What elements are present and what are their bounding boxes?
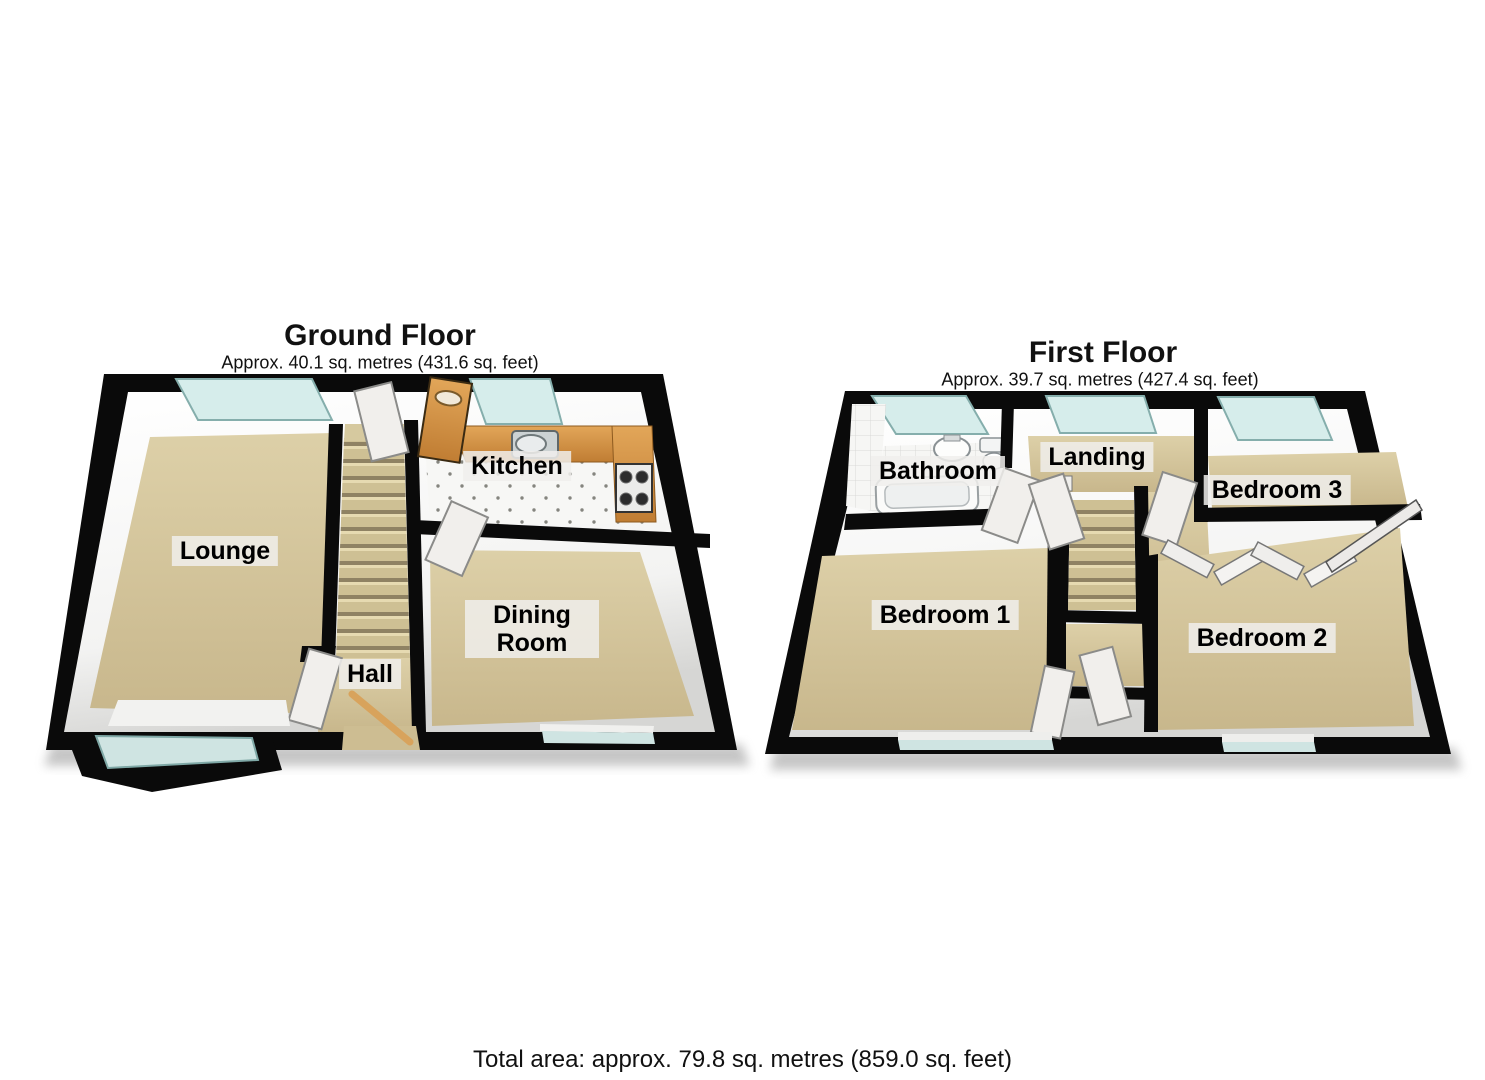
stairs-door-panel xyxy=(353,380,410,463)
bedroom2-door-leaf xyxy=(1324,498,1424,574)
bay-window-sill xyxy=(108,700,290,726)
bedroom1-floor xyxy=(792,548,1054,730)
first-floor-title: First Floor xyxy=(1028,336,1178,369)
lounge-window-glass xyxy=(174,378,334,421)
wall-kitchen-dining xyxy=(414,520,710,548)
ground-floor-title: Ground Floor xyxy=(284,319,476,352)
back-door xyxy=(416,376,474,464)
bay-window-glass xyxy=(94,734,260,770)
lounge-floor xyxy=(90,433,333,714)
dining-window-glass xyxy=(542,731,655,744)
bathroom-door-panel xyxy=(980,466,1042,545)
bedroom1-door-panel xyxy=(1027,472,1086,551)
kitchen-window-glass xyxy=(468,378,564,425)
ground-floor-plan xyxy=(44,374,750,792)
landing-window-glass xyxy=(1044,395,1158,434)
room-label-landing: Landing xyxy=(1040,442,1154,472)
total-area-text: Total area: approx. 79.8 sq. metres (859… xyxy=(473,1046,1012,1073)
lounge-hall-door-panel xyxy=(287,647,344,731)
bedroom3-window-glass xyxy=(1216,396,1334,441)
ground-staircase xyxy=(336,438,410,658)
closet-right-wall xyxy=(1142,622,1156,692)
landing-right-door-panel xyxy=(1141,470,1199,548)
bedroom1-window-sill xyxy=(898,732,1052,740)
stairwell-bottom-wall xyxy=(1054,610,1150,624)
wall-lounge-stairs xyxy=(321,424,343,662)
bedroom1-window-glass xyxy=(898,740,1054,750)
room-label-bedroom-1: Bedroom 1 xyxy=(871,600,1019,630)
bedroom2-window-sill xyxy=(1222,734,1314,742)
wall-bathroom-right xyxy=(1000,402,1014,468)
wall-stairs-right xyxy=(404,420,426,732)
room-label-dining-room: Dining Room xyxy=(465,600,599,658)
kitchen-hob xyxy=(615,463,653,513)
wall-bedroom3-bottom xyxy=(1194,504,1422,522)
room-label-kitchen: Kitchen xyxy=(463,451,571,481)
room-label-hall: Hall xyxy=(339,659,401,689)
stairwell-right-wall xyxy=(1134,486,1150,614)
ground-floor-area: Approx. 40.1 sq. metres (431.6 sq. feet) xyxy=(221,352,539,373)
bathroom-window-glass xyxy=(870,395,990,435)
room-label-bedroom-2: Bedroom 2 xyxy=(1188,623,1336,653)
dining-window-sill xyxy=(540,724,654,733)
bedroom2-window-glass xyxy=(1222,742,1316,752)
wall-bathroom-bottom xyxy=(844,508,1012,530)
first-floor-area: Approx. 39.7 sq. metres (427.4 sq. feet) xyxy=(941,369,1259,390)
room-label-lounge: Lounge xyxy=(171,536,279,566)
kitchen-dining-door-panel xyxy=(424,499,490,578)
room-label-bathroom: Bathroom xyxy=(870,456,1006,486)
bedroom1-lower-door-panel xyxy=(1078,645,1133,727)
front-door-leaf xyxy=(348,690,414,746)
first-staircase xyxy=(1068,500,1136,610)
room-label-bedroom-3: Bedroom 3 xyxy=(1203,475,1351,505)
